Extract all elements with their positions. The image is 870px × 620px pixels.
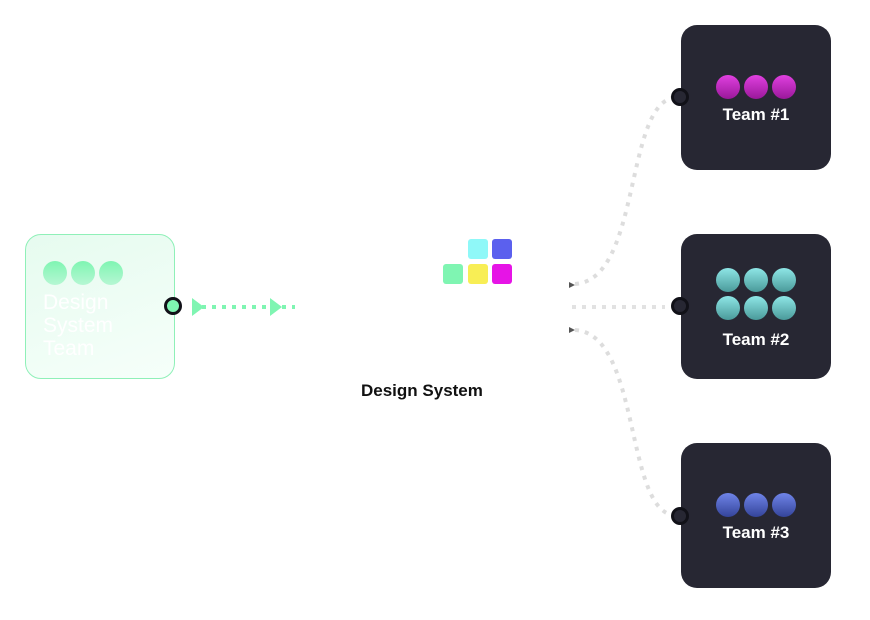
swatch <box>468 239 488 259</box>
team-label: Team #2 <box>722 330 790 349</box>
node-label: Design System <box>361 381 483 400</box>
swatch <box>468 264 488 284</box>
member-avatar <box>772 493 796 517</box>
swatch <box>492 264 512 284</box>
input-handle[interactable] <box>671 507 689 525</box>
member-avatar <box>716 493 740 517</box>
member-avatar <box>99 261 123 285</box>
input-handle[interactable] <box>671 88 689 106</box>
member-avatar <box>772 268 796 292</box>
team-node-1[interactable]: Team #1 <box>681 25 831 170</box>
arrow-head <box>569 327 575 333</box>
member-avatar <box>71 261 95 285</box>
team-node-3[interactable]: Team #3 <box>681 443 831 588</box>
arrow-head <box>192 298 204 316</box>
swatch <box>443 264 463 284</box>
member-avatar <box>744 268 768 292</box>
member-avatars <box>716 75 796 99</box>
team-node-2[interactable]: Team #2 <box>681 234 831 379</box>
team-label: Team #1 <box>722 105 790 124</box>
member-avatar <box>772 296 796 320</box>
source-node-design-system-team[interactable]: Design System Team <box>25 234 175 379</box>
member-avatar <box>43 261 67 285</box>
member-avatar <box>772 75 796 99</box>
swatch <box>492 239 512 259</box>
member-avatar <box>716 268 740 292</box>
output-handle[interactable] <box>164 297 182 315</box>
member-avatar <box>744 75 768 99</box>
arrow-head <box>569 282 575 288</box>
input-handle[interactable] <box>671 297 689 315</box>
connector-team-3 <box>574 328 673 517</box>
member-avatars <box>716 493 796 517</box>
team-label: Team #3 <box>722 523 790 542</box>
member-avatar <box>744 296 768 320</box>
member-avatars <box>43 261 123 285</box>
member-avatar <box>744 493 768 517</box>
node-label: Design System Team <box>43 291 114 360</box>
member-avatar <box>716 75 740 99</box>
member-avatars <box>716 268 796 320</box>
arrow-head <box>270 298 282 316</box>
connector-team-1 <box>574 96 673 286</box>
member-avatar <box>716 296 740 320</box>
